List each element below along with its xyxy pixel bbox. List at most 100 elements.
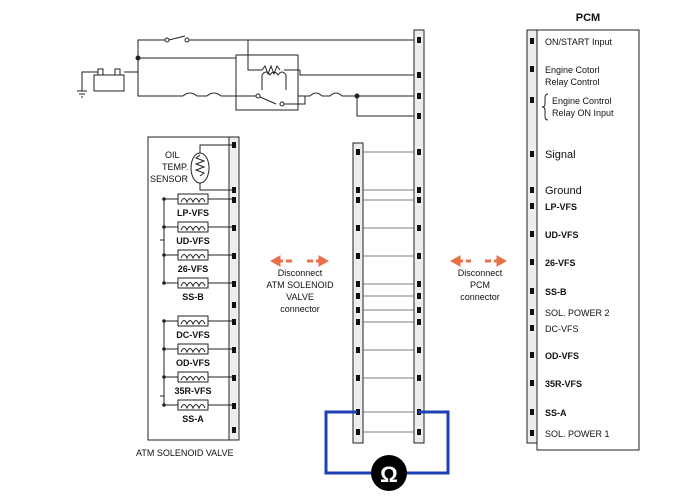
ohm-symbol: Ω (380, 462, 398, 487)
pcm-body (536, 29, 640, 451)
pcm-pin (530, 409, 534, 415)
disconnect-left-line3: VALVE (286, 292, 314, 302)
atm-pin (232, 253, 236, 259)
atm-pin (232, 281, 236, 287)
atm-pin (232, 197, 236, 203)
pcm-pin-label: Relay ON Input (552, 108, 614, 118)
pcm-pin-label: Engine Cotorl (545, 65, 600, 75)
pcm-pin (530, 288, 534, 294)
atm-valve-title: ATM SOLENOID VALVE (136, 448, 234, 458)
battery-box (93, 74, 125, 92)
pcm-pin (530, 309, 534, 315)
atm-pin (232, 302, 236, 308)
atm-pin (232, 142, 236, 148)
disconnect-left-line1: Disconnect (278, 268, 323, 278)
pcm-pin (530, 38, 534, 44)
solenoid-26-vfs: 26-VFS (164, 249, 234, 274)
atm-valve-connector (228, 136, 240, 441)
solenoid-label: 35R-VFS (174, 386, 211, 396)
pcm-pin (530, 231, 534, 237)
solenoid-label: SS-A (182, 414, 204, 424)
solenoid-label: SS-B (182, 292, 204, 302)
pcm-pin (530, 325, 534, 331)
pcm-pin-label: UD-VFS (545, 230, 579, 240)
solenoid-ss-a: SS-A (164, 399, 234, 424)
atm-pin (232, 427, 236, 433)
oil-temp-label-2: TEMP. (162, 162, 188, 172)
top-circuit (77, 35, 414, 117)
pcm-pin-label: ON/START Input (545, 37, 613, 47)
solenoid-label: UD-VFS (176, 236, 210, 246)
pcm-pin-label: SOL. POWER 1 (545, 429, 610, 439)
pcm-pin (530, 187, 534, 193)
pcm-pin-label: 26-VFS (545, 258, 576, 268)
pcm-pin (530, 151, 534, 157)
solenoid-label: OD-VFS (176, 358, 210, 368)
ig-switch-contact (164, 37, 170, 43)
disconnect-left-line4: connector (280, 304, 320, 314)
pcm-pin (530, 203, 534, 209)
atm-connector-pins (232, 142, 236, 433)
solenoid-label: LP-VFS (177, 208, 209, 218)
pcm-harness-pin (417, 93, 421, 99)
solenoid-ss-b: SS-B (164, 277, 234, 302)
ohmmeter-loop: Ω (324, 410, 450, 491)
solenoid-label: DC-VFS (176, 330, 210, 340)
pcm-pin-label: Engine Control (552, 96, 612, 106)
relay-box (235, 54, 299, 111)
pcm-pin-label: SS-B (545, 287, 567, 297)
atm-solenoid-list: LP-VFS UD-VFS 26-VFS SS-B DC-VFS OD-VFS 35R-VF… (160, 193, 234, 424)
pcm-pin (530, 97, 534, 103)
middle-connectors (352, 29, 425, 444)
solenoid-od-vfs: OD-VFS (164, 343, 234, 368)
pcm-pin-label: Ground (545, 185, 582, 197)
solenoid-dc-vfs: DC-VFS (164, 315, 234, 340)
pcm-bracket (541, 93, 549, 121)
atm-pin (232, 375, 236, 381)
solenoid-lp-vfs: LP-VFS (164, 193, 234, 218)
pcm-pin (530, 380, 534, 386)
ohmmeter-icon (371, 455, 407, 491)
atm-pin (232, 347, 236, 353)
pcm-pin-label: SS-A (545, 408, 567, 418)
disconnect-right-arrow (449, 255, 508, 267)
disconnect-left-line2: ATM SOLENOID (266, 280, 334, 290)
pcm-pin-label: 35R-VFS (545, 379, 582, 389)
disconnect-right-line1: Disconnect (458, 268, 503, 278)
atm-pin (232, 403, 236, 409)
ground-symbol (77, 90, 87, 98)
pcm-pin (530, 66, 534, 72)
atm-pin (232, 319, 236, 325)
pcm-pin (530, 352, 534, 358)
relay-coil (261, 71, 287, 76)
solenoid-35r-vfs: 35R-VFS (164, 371, 234, 396)
atm-pin (232, 187, 236, 193)
atm-solenoid-valve: OIL TEMP. SENSOR LP-VFS UD-VFS 26-VFS SS-B D… (136, 136, 240, 458)
pcm-harness-pin (417, 37, 421, 43)
pcm-pin-label: LP-VFS (545, 202, 577, 212)
pcm-pin (530, 430, 534, 436)
atm-pin (232, 225, 236, 231)
pcm-harness-connector (413, 29, 425, 444)
solenoid-ud-vfs: UD-VFS (164, 221, 234, 246)
solenoid-label: 26-VFS (178, 264, 209, 274)
disconnect-right-line2: PCM (470, 280, 490, 290)
pcm-pin-label: SOL. POWER 2 (545, 308, 610, 318)
disconnect-left-arrow (269, 255, 330, 267)
disconnect-right-line3: connector (460, 292, 500, 302)
harness-wires (356, 37, 421, 435)
pcm-pin-label: Signal (545, 149, 576, 161)
pcm-title: PCM (576, 12, 600, 24)
pcm-pin-label: DC-VFS (545, 324, 579, 334)
ig-switch-blade (168, 35, 186, 41)
relay-resistor (261, 64, 281, 76)
oil-temp-label-1: OIL (165, 150, 180, 160)
pcm-pin-label: OD-VFS (545, 351, 579, 361)
oil-temp-label-3: SENSOR (150, 174, 189, 184)
pcm-harness-pin (417, 113, 421, 119)
pcm-pin (530, 259, 534, 265)
pcm-pin-label: Relay Control (545, 77, 600, 87)
